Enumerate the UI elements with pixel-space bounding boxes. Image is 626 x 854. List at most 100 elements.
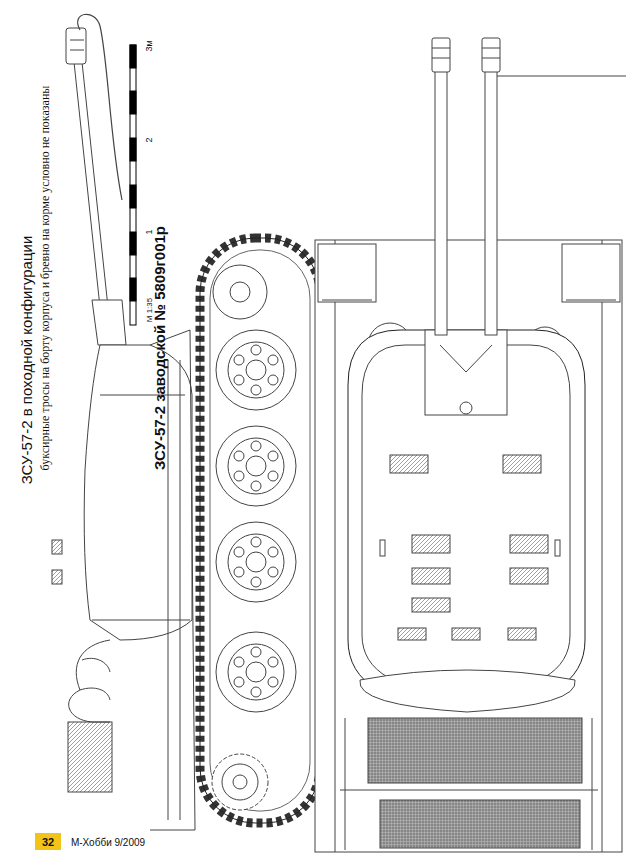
- road-wheels: [228, 342, 284, 398]
- top-view-turret: [510, 568, 548, 584]
- road-wheels: [246, 360, 266, 380]
- top-view-guns: [440, 345, 492, 372]
- road-wheels: [246, 456, 266, 476]
- road-wheels: [246, 662, 266, 682]
- wheel-holes: [268, 471, 278, 481]
- top-view-turret: [555, 540, 560, 556]
- top-view-hull: [315, 240, 622, 852]
- scale-bar: [130, 232, 136, 255]
- top-view-turret: [508, 628, 536, 640]
- top-view-turret: [398, 628, 426, 640]
- side-view-turret: [52, 570, 62, 584]
- top-view-turret: [412, 535, 450, 553]
- vehicle-serial: ЗСУ-57-2 заводской № 5809г001р: [152, 226, 169, 470]
- wheel-holes: [234, 547, 244, 557]
- side-view-gun: [92, 300, 126, 345]
- wheel-holes: [251, 441, 261, 451]
- top-view-turret: [390, 455, 428, 473]
- road-wheels: [216, 330, 296, 410]
- wheel-holes: [234, 471, 244, 481]
- side-view-turret: [68, 722, 112, 792]
- top-view-guns: [432, 38, 450, 72]
- top-view-guns: [435, 60, 447, 335]
- scale-mark: 2: [145, 137, 155, 142]
- scale-bar: [130, 45, 136, 325]
- road-wheels: [228, 438, 284, 494]
- wheel-holes: [234, 657, 244, 667]
- top-view-turret: [348, 330, 585, 710]
- top-view-turret: [503, 455, 541, 473]
- scale-bar: [130, 45, 136, 68]
- top-view-guns: [482, 38, 500, 72]
- side-view-gun: [66, 28, 86, 64]
- road-wheels: [228, 644, 284, 700]
- wheel-holes: [234, 375, 244, 385]
- top-view-turret: [452, 628, 480, 640]
- top-view-guns: [460, 402, 472, 414]
- scale-bar: [130, 91, 136, 114]
- scale-bar: [130, 185, 136, 208]
- drive-sprocket: [212, 754, 268, 810]
- wheel-holes: [234, 345, 278, 697]
- side-view-turret: [80, 658, 110, 700]
- top-view-turret: [348, 330, 585, 712]
- engine-deck: [340, 718, 598, 850]
- engine-deck: [368, 718, 582, 783]
- scale-mark: 3м: [145, 40, 155, 51]
- top-view-hull: [562, 244, 620, 302]
- wheel-holes: [268, 375, 278, 385]
- drive-sprocket: [233, 775, 247, 789]
- side-view-gun: [70, 40, 84, 50]
- side-view-gun: [78, 14, 122, 200]
- top-view-guns: [485, 60, 497, 335]
- drawing-title: ЗСУ-57-2 в походной конфигурации: [19, 236, 36, 485]
- top-view-hull: [315, 76, 626, 852]
- idler-wheel: [213, 265, 267, 319]
- track-and-wheels: [200, 238, 320, 823]
- road-wheels: [246, 552, 266, 572]
- wheel-holes: [268, 567, 278, 577]
- wheel-holes: [234, 567, 244, 577]
- track-and-wheels: [210, 250, 310, 811]
- road-wheels: [228, 534, 284, 590]
- drive-sprocket: [212, 754, 268, 810]
- idler-wheel: [213, 265, 267, 319]
- side-view-turret: [52, 540, 62, 554]
- engine-deck: [340, 718, 598, 850]
- wheel-holes: [251, 385, 261, 395]
- scale-ratio: М 1:35: [146, 298, 155, 322]
- top-view-guns: [425, 38, 507, 415]
- road-wheels: [216, 330, 296, 712]
- road-wheels: [216, 632, 296, 712]
- scale-bar: [130, 138, 136, 161]
- drive-sprocket: [222, 764, 258, 800]
- top-view-guns: [432, 48, 500, 58]
- wheel-holes: [251, 537, 261, 547]
- page-number: 32: [42, 836, 54, 848]
- wheel-holes: [234, 451, 244, 461]
- engine-deck: [380, 800, 580, 848]
- scale-bar: [130, 278, 136, 301]
- drawing-note: буксирные тросы на борту корпуса и бревн…: [39, 86, 52, 471]
- wheel-holes: [268, 451, 278, 461]
- scale-bar: [130, 45, 136, 325]
- wheel-holes: [251, 345, 261, 355]
- page-number-box: [35, 833, 61, 850]
- magazine-issue: М-Хобби 9/2009: [71, 837, 145, 848]
- top-view-turret: [380, 540, 385, 556]
- top-view-turret: [510, 535, 548, 553]
- wheel-holes: [268, 355, 278, 365]
- top-view-turret: [360, 670, 575, 712]
- top-view-hull: [335, 240, 602, 852]
- road-wheels: [216, 426, 296, 506]
- wheel-holes: [234, 677, 244, 687]
- side-view-turret: [168, 360, 180, 820]
- top-view-turret: [412, 568, 450, 584]
- scale-mark: 1: [145, 229, 155, 234]
- road-wheels: [216, 522, 296, 602]
- wheel-holes: [268, 547, 278, 557]
- wheel-holes: [268, 657, 278, 667]
- side-view-turret: [92, 395, 190, 620]
- side-view-turret: [69, 640, 110, 722]
